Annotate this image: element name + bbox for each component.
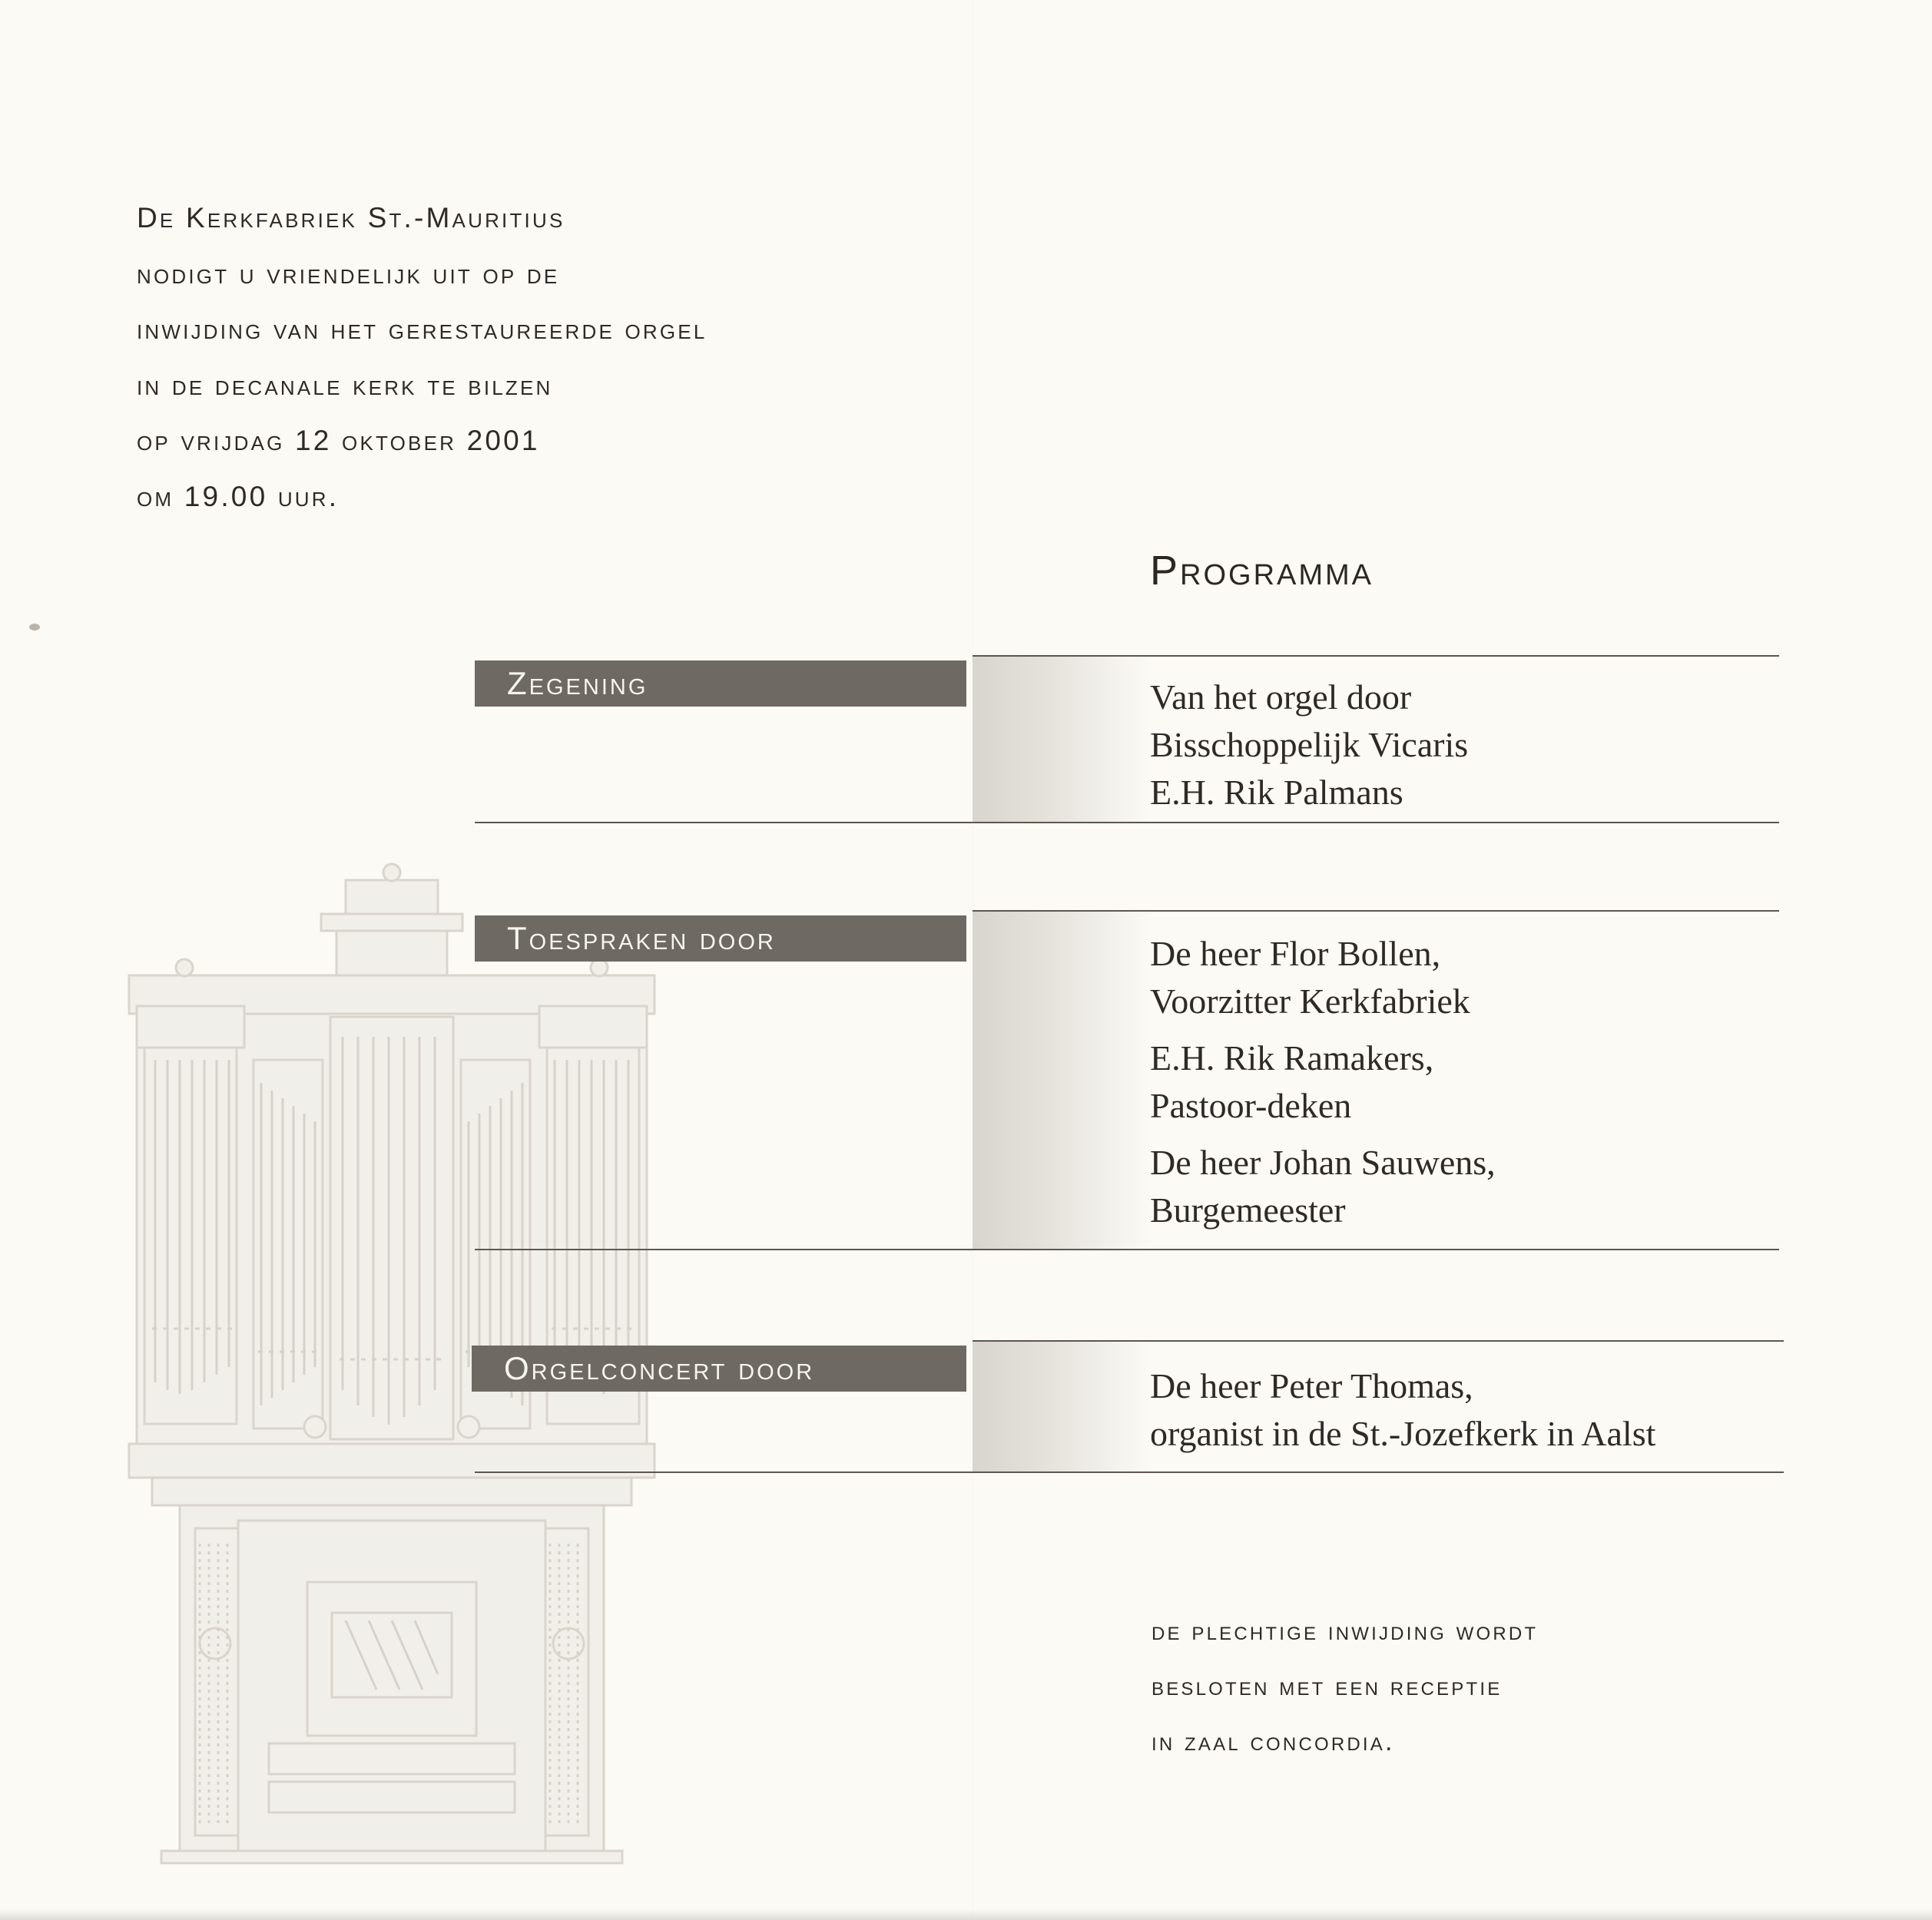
intro-line: De Kerkfabriek St.-Mauritius — [137, 202, 565, 233]
block-shade — [973, 1342, 1149, 1472]
section-text: Van het orgel door Bisschoppelijk Vicari… — [1150, 674, 1468, 816]
text-line: organist in de St.-Jozefkerk in Aalst — [1150, 1414, 1656, 1453]
speaker-name: De heer Flor Bollen, — [1150, 934, 1441, 973]
closing-line: De plechtige inwijding wordt — [1152, 1617, 1539, 1646]
section-label: Toespraken door — [475, 915, 966, 962]
church-organ-icon — [128, 862, 656, 1865]
closing-line: in zaal Concordia. — [1152, 1727, 1395, 1756]
text-line: Bisschoppelijk Vicaris — [1150, 725, 1469, 764]
closing-note: De plechtige inwijding wordt besloten me… — [1152, 1604, 1538, 1769]
closing-line: besloten met een receptie — [1152, 1672, 1503, 1701]
speaker-name: De heer Johan Sauwens, — [1150, 1143, 1496, 1182]
intro-line: inwijding van het gerestaureerde orgel — [137, 313, 708, 345]
speaker-name: E.H. Rik Ramakers, — [1150, 1038, 1434, 1078]
section-text: De heer Peter Thomas, organist in de St.… — [1150, 1362, 1655, 1458]
card-edge — [0, 1909, 1932, 1920]
section-text: De heer Flor Bollen, Voorzitter Kerkfabr… — [1150, 930, 1496, 1234]
divider — [973, 655, 1779, 657]
text-line: E.H. Rik Palmans — [1150, 773, 1403, 812]
paper-speck — [29, 624, 40, 631]
divider — [475, 1471, 1784, 1473]
block-shade — [973, 912, 1149, 1250]
intro-line: nodigt u vriendelijk uit op de — [137, 257, 560, 290]
intro-line: om 19.00 uur. — [137, 480, 340, 512]
divider — [973, 910, 1779, 912]
section-label: Orgelconcert door — [472, 1346, 966, 1392]
intro-line: in de decanale kerk te Bilzen — [137, 369, 553, 401]
invitation-intro: De Kerkfabriek St.-Mauritius nodigt u vr… — [137, 190, 874, 525]
intro-line: op vrijdag 12 oktober 2001 — [137, 425, 540, 456]
block-shade — [973, 657, 1149, 823]
programme-title: Programma — [1150, 548, 1374, 594]
speaker-role: Pastoor-deken — [1150, 1086, 1352, 1125]
speaker-role: Burgemeester — [1150, 1190, 1346, 1230]
text-line: Van het orgel door — [1150, 677, 1412, 717]
divider — [475, 1249, 1779, 1250]
speaker-role: Voorzitter Kerkfabriek — [1150, 982, 1470, 1021]
text-line: De heer Peter Thomas, — [1150, 1366, 1473, 1405]
section-label: Zegening — [475, 660, 966, 707]
divider — [973, 1340, 1784, 1342]
divider — [475, 822, 1779, 823]
